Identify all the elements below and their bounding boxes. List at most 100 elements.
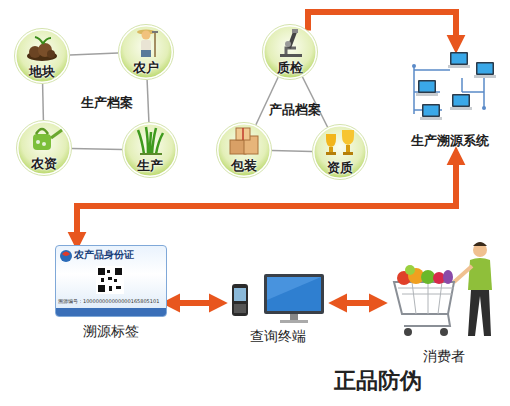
art-circle [123, 123, 178, 178]
art-circle [15, 29, 70, 84]
art-rect [280, 320, 308, 323]
consumer-art [382, 236, 506, 348]
archive-circle: 地块 [14, 28, 70, 84]
art-rect [343, 152, 353, 155]
group-label: 产品档案 [250, 101, 340, 119]
art-circle [412, 64, 416, 68]
query-terminal: 查询终端 [222, 270, 334, 348]
node-text: 包装 [216, 157, 272, 175]
art-path [404, 314, 450, 326]
archive-circle: 生产 [122, 122, 178, 178]
art-path [286, 48, 296, 54]
art-rect [141, 40, 151, 51]
link-line [147, 80, 149, 122]
flow-arrow [167, 300, 222, 306]
art-rect [416, 93, 438, 96]
art-rect [107, 270, 110, 273]
art-circle [142, 31, 151, 40]
art-rect [450, 52, 468, 65]
art-rect [280, 54, 302, 57]
link-line [70, 53, 118, 55]
art-rect [98, 285, 105, 292]
art-circle [285, 41, 291, 47]
art-circle [17, 121, 72, 176]
art-circle [482, 106, 486, 110]
flow-arrow [334, 300, 382, 306]
art-circle [47, 50, 55, 58]
art-rect [101, 278, 104, 282]
art-rect [290, 314, 298, 320]
art-rect [108, 277, 112, 280]
node-text: 地块 [14, 63, 70, 81]
art-circle [263, 25, 318, 80]
link-line [256, 77, 278, 124]
art-rect [450, 107, 472, 110]
art-rect [234, 288, 246, 301]
group-label: 正品防伪 [318, 366, 438, 396]
art-rect [448, 65, 470, 68]
art-ellipse [443, 270, 453, 284]
art-circle [405, 265, 415, 275]
art-rect [267, 277, 321, 311]
archive-circle: 农资 [16, 120, 72, 176]
art-rect [56, 308, 167, 317]
group-label: 生产档案 [62, 94, 152, 112]
art-circle [217, 123, 272, 178]
art-rect [98, 268, 105, 275]
art-path [36, 129, 48, 134]
archive-circle: 农户 [118, 24, 174, 80]
node-text: 溯源编号：100000000000000165805101 [58, 298, 159, 304]
node-text: 农产品身份证 [74, 248, 134, 262]
node-text: 查询终端 [222, 328, 334, 346]
art-path [62, 252, 70, 257]
art-circle [119, 25, 174, 80]
art-rect [424, 106, 439, 116]
art-rect [452, 94, 470, 107]
art-circle [440, 328, 448, 336]
art-circle [404, 328, 412, 336]
art-rect [346, 145, 350, 152]
art-rect [33, 134, 51, 150]
art-rect [96, 266, 124, 294]
archive-circle: 包装 [216, 122, 272, 178]
art-circle [36, 140, 40, 144]
system-box: 生产溯源系统 [392, 48, 508, 152]
trace-label: 农产品身份证溯源编号：100000000000000165805101溯源标签 [55, 245, 167, 343]
node-text: 农户 [118, 59, 174, 77]
network-icon [392, 48, 508, 128]
art-path [242, 128, 244, 140]
link-line [72, 149, 122, 150]
art-rect [420, 82, 435, 92]
art-rect [234, 304, 246, 313]
art-rect [454, 96, 469, 106]
art-rect [109, 286, 112, 291]
art-rect [326, 152, 336, 155]
terminal-icons [222, 270, 334, 326]
art-rect [292, 29, 298, 33]
archive-circle: 质检 [262, 24, 318, 80]
node-text: 生产 [122, 157, 178, 175]
art-circle [42, 142, 46, 146]
archive-circle: 资质 [312, 124, 368, 180]
art-path [152, 31, 158, 33]
art-path [398, 282, 454, 314]
art-rect [116, 286, 121, 289]
art-path [154, 32, 156, 57]
art-path [468, 258, 492, 290]
link-line [272, 150, 312, 152]
art-path [138, 127, 163, 154]
art-rect [476, 62, 494, 75]
art-rect [478, 64, 493, 74]
art-rect [418, 80, 436, 93]
art-circle [473, 243, 487, 257]
art-path [342, 130, 354, 145]
art-circle [421, 270, 435, 284]
art-rect [114, 279, 117, 282]
art-rect [329, 147, 333, 152]
art-path [140, 153, 162, 155]
art-circle [313, 125, 368, 180]
node-text: 质检 [262, 59, 318, 77]
art-rect [422, 104, 440, 117]
art-path [473, 242, 487, 246]
